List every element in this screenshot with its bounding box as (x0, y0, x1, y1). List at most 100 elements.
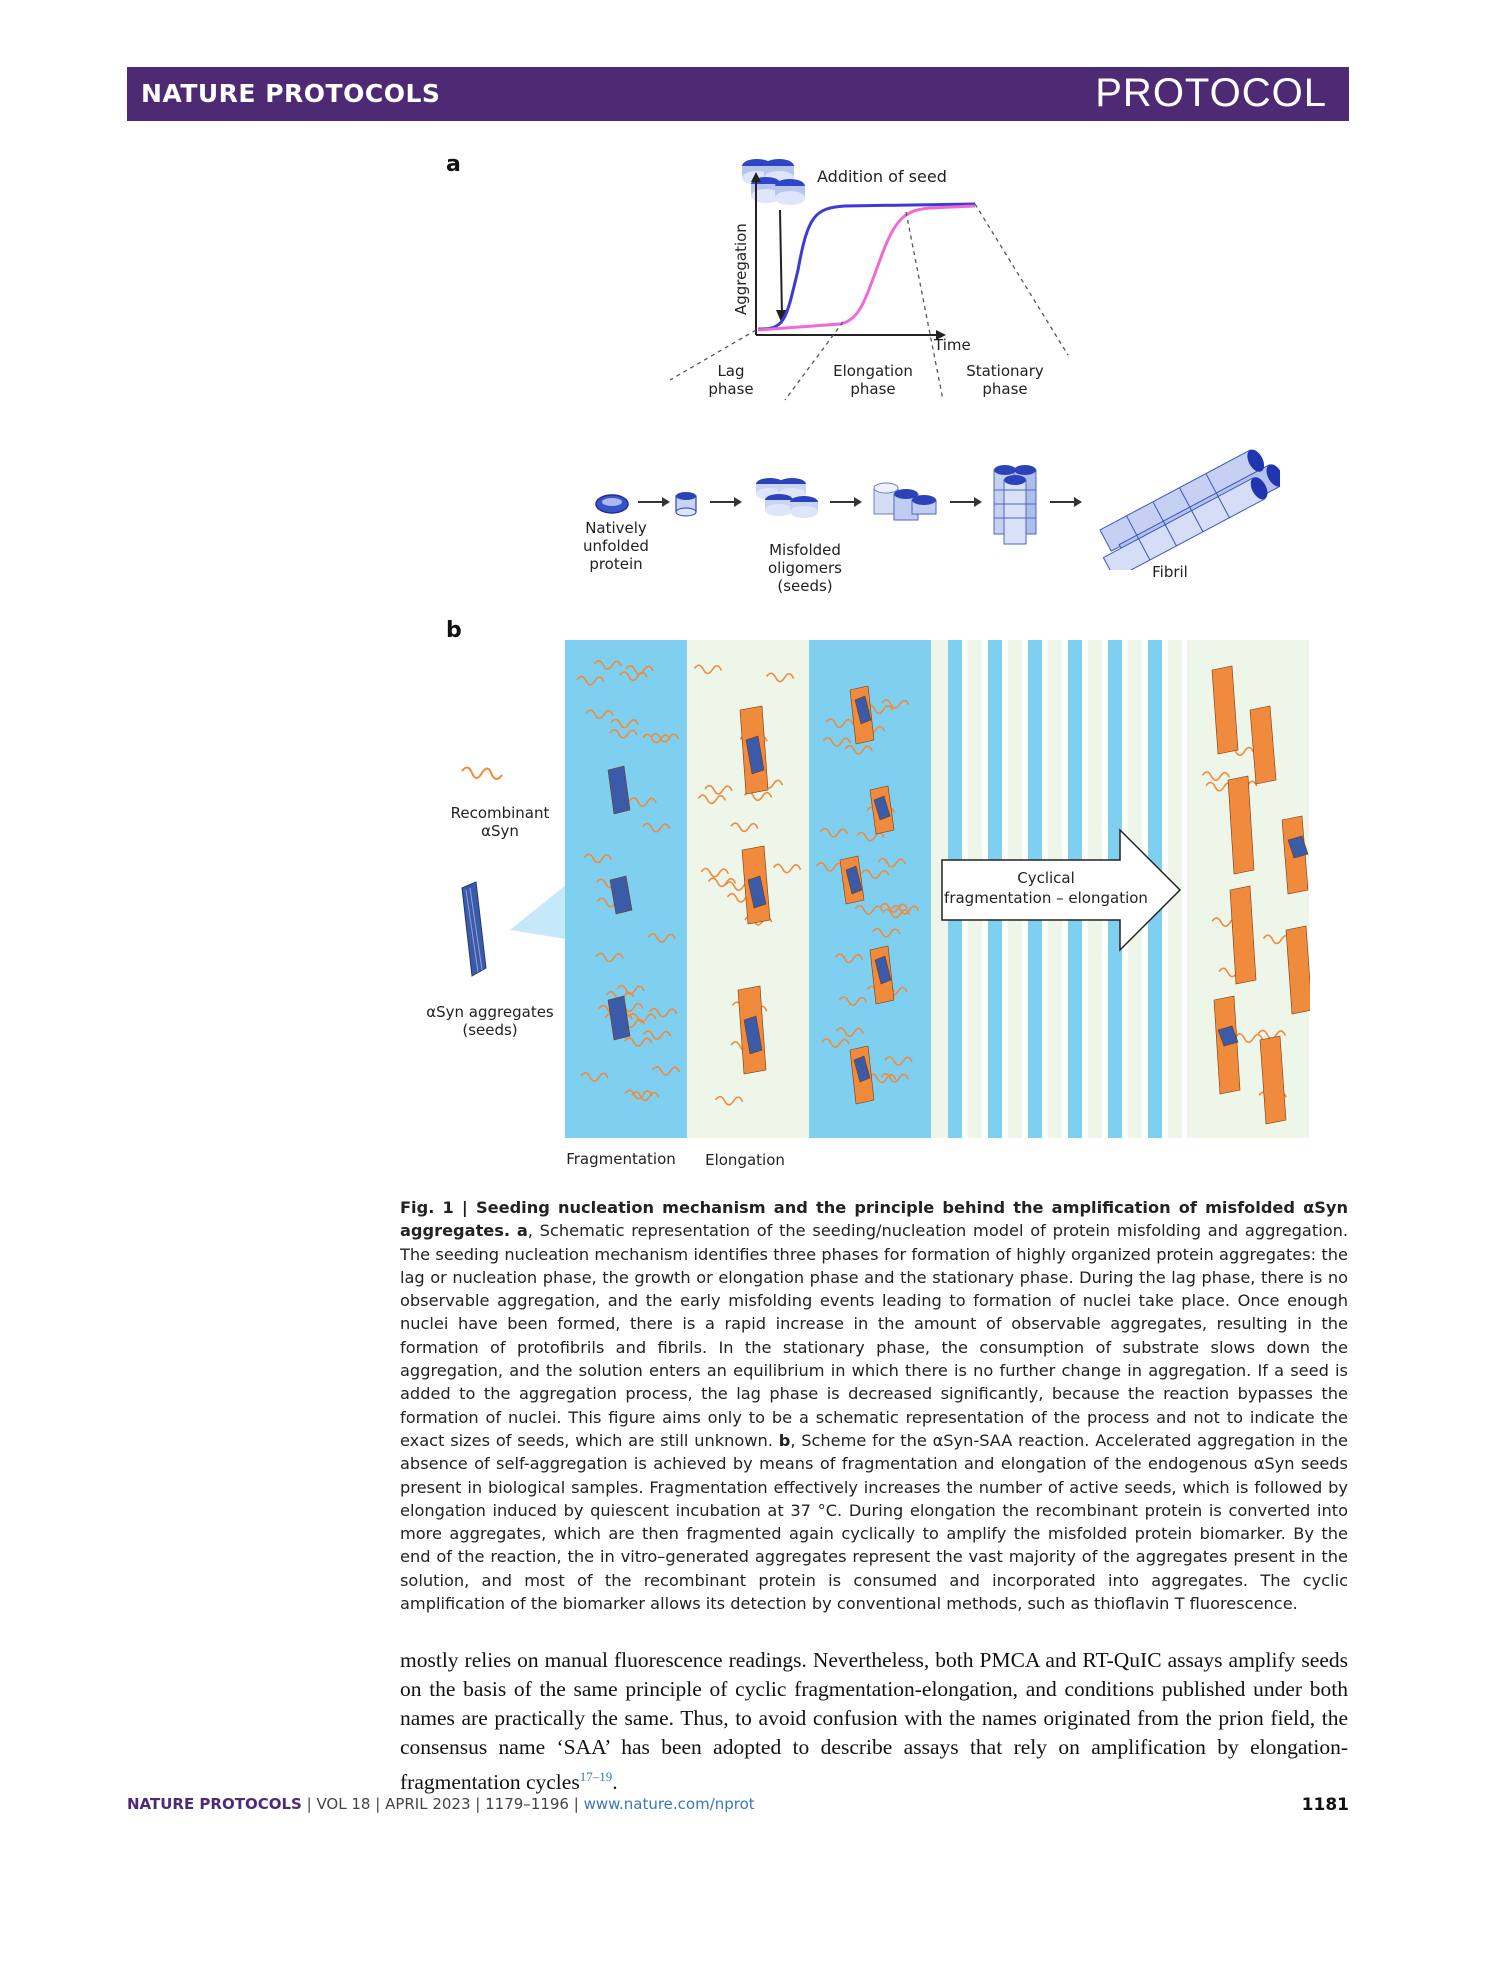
body-text: mostly relies on manual fluorescence rea… (400, 1648, 1348, 1795)
aggregate-fibril (873, 795, 891, 821)
recombinant-squiggle (628, 797, 657, 807)
aggregate-fibril (743, 1015, 763, 1055)
recombinant-squiggle (844, 744, 873, 755)
caption-a-label: a (516, 1221, 528, 1241)
recombinant-squiggle (854, 904, 883, 915)
recombinant-squiggle (819, 827, 849, 838)
caption-b-text: , Scheme for the αSyn-SAA reaction. Acce… (400, 1430, 1348, 1614)
recombinant-squiggle (585, 709, 614, 720)
stacked-oligomer-icon (993, 465, 1037, 545)
recombinant-squiggle (838, 996, 868, 1007)
recombinant-squiggle (822, 737, 852, 747)
aggregate-fibril (1229, 885, 1257, 985)
footer-url[interactable]: www.nature.com/nprot (583, 1795, 755, 1813)
y-axis-title: Aggregation (732, 223, 750, 315)
seed-cluster-icon (742, 159, 805, 205)
oligomer-icon (756, 478, 818, 518)
footer-journal: NATURE PROTOCOLS (127, 1795, 302, 1813)
recombinant-squiggle (595, 952, 624, 963)
recombinant-squiggle (624, 1089, 654, 1100)
journal-header: NATURE PROTOCOLS PROTOCOL (127, 67, 1349, 121)
aggregate-fibril (1287, 835, 1309, 859)
recombinant-squiggle (580, 1072, 609, 1082)
recombinant-squiggle (693, 664, 723, 675)
elongation-phase-label: Elongation phase (833, 362, 913, 398)
cyclical-amplification-diagram: Cyclical fragmentation – elongation (510, 640, 1310, 1138)
fibril-icon (1099, 449, 1280, 570)
recombinant-squiggle (867, 1073, 897, 1084)
footer-date: APRIL 2023 (385, 1795, 471, 1813)
aggregate-fibril (607, 765, 631, 815)
arrow-line-1: Cyclical (1017, 869, 1075, 887)
panel-a-label: a (446, 152, 461, 177)
recombinant-squiggle (714, 1095, 744, 1106)
recombinant-squiggle (576, 675, 605, 686)
recombinant-squiggle (704, 784, 733, 795)
seed-aggregate-icon (461, 881, 487, 977)
recombinant-squiggle (1234, 1033, 1264, 1044)
stationary-phase-label: Stationary phase (966, 362, 1044, 398)
recombinant-squiggle (697, 794, 726, 805)
aggregate-fibril (853, 1055, 871, 1083)
aggregation-curve-plot: Addition of seed Aggregation Time (669, 159, 1069, 401)
arrow-line-2: fragmentation – elongation (944, 889, 1148, 907)
recombinant-label: Recombinant αSyn (450, 804, 550, 840)
x-axis-title: Time (933, 336, 971, 354)
recombinant-squiggle (642, 1030, 672, 1041)
recombinant-protein-icon (461, 766, 503, 780)
recombinant-squiggle (651, 1065, 681, 1076)
recombinant-squiggle (861, 869, 890, 880)
seed-label: Addition of seed (817, 167, 947, 186)
recombinant-squiggle (872, 927, 901, 938)
recombinant-squiggle (884, 1056, 913, 1066)
fibril-label: Fibril (1152, 563, 1188, 581)
lag-phase-label: Lag phase (708, 362, 754, 398)
recombinant-squiggle (834, 953, 864, 964)
footer-volume: VOL 18 (316, 1795, 371, 1813)
recombinant-squiggle (700, 867, 730, 878)
article-type: PROTOCOL (1095, 71, 1327, 115)
recombinant-squiggle (730, 822, 759, 833)
unseeded-curve (757, 204, 976, 332)
recombinant-squiggle (890, 904, 920, 915)
recombinant-squiggle (642, 822, 671, 833)
protofibril-icon (873, 482, 937, 521)
recombinant-squiggle (821, 1038, 850, 1048)
fragmentation-label: Fragmentation (566, 1150, 676, 1168)
recombinant-squiggle (825, 718, 854, 729)
aggregate-fibril (747, 875, 767, 909)
recombinant-squiggle (881, 908, 911, 919)
recombinant-squiggle (627, 1012, 657, 1023)
aggregate-fibril (1259, 1035, 1287, 1125)
recombinant-squiggle (707, 877, 737, 888)
aggregate-fibril (1249, 705, 1277, 785)
recombinant-squiggle (772, 863, 802, 874)
caption-b-label: b (778, 1430, 791, 1450)
recombinant-squiggle (650, 732, 680, 743)
panel-b-label: b (446, 618, 462, 643)
caption-title: Fig. 1 | Seeding nucleation mechanism an… (400, 1198, 1348, 1241)
aggregate-fibril (1285, 925, 1310, 1015)
aggregates-label: αSyn aggregates (seeds) (426, 1003, 554, 1039)
page-number: 1181 (1301, 1795, 1349, 1815)
aggregate-fibril (845, 865, 863, 895)
caption-a-text: , Schematic representation of the seedin… (400, 1221, 1349, 1450)
recombinant-squiggle (877, 857, 907, 868)
aggregate-fibril (745, 735, 765, 775)
native-protein-label: Natively unfolded protein (583, 519, 649, 573)
recombinant-squiggle (624, 1037, 653, 1047)
recombinant-squiggle (610, 718, 639, 729)
recombinant-squiggle (583, 853, 613, 864)
recombinant-squiggle (648, 1007, 678, 1018)
recombinant-squiggle (880, 1073, 910, 1083)
recombinant-squiggle (647, 933, 677, 943)
aggregate-fibril (1227, 775, 1255, 875)
citation-ref[interactable]: 17–19 (579, 1769, 613, 1784)
recombinant-squiggle (625, 665, 654, 675)
recombinant-squiggle (1201, 771, 1231, 782)
aggregate-fibril (874, 955, 892, 985)
elongation-label: Elongation (705, 1151, 785, 1169)
figure-caption: Fig. 1 | Seeding nucleation mechanism an… (400, 1196, 1348, 1615)
aggregate-fibril (854, 695, 872, 725)
recombinant-squiggle (765, 672, 795, 683)
